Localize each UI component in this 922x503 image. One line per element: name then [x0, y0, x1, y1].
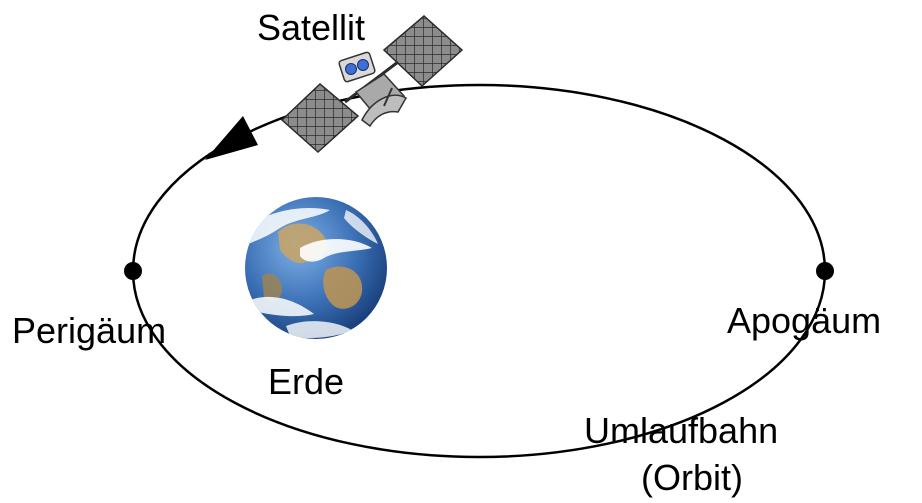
- apogee-point: [816, 262, 834, 280]
- perigee-label: Perigäum: [12, 310, 166, 351]
- earth-label: Erde: [268, 361, 344, 402]
- perigee-point: [124, 262, 142, 280]
- orbit-label-line2: (Orbit): [641, 457, 743, 498]
- satellite-label: Satellit: [257, 7, 365, 48]
- direction-arrowhead-icon: [205, 116, 258, 160]
- apogee-label: Apogäum: [727, 300, 881, 341]
- earth-globe-icon: [245, 197, 387, 339]
- orbit-label-line1: Umlaufbahn: [584, 410, 778, 451]
- satellite-icon: [280, 15, 464, 154]
